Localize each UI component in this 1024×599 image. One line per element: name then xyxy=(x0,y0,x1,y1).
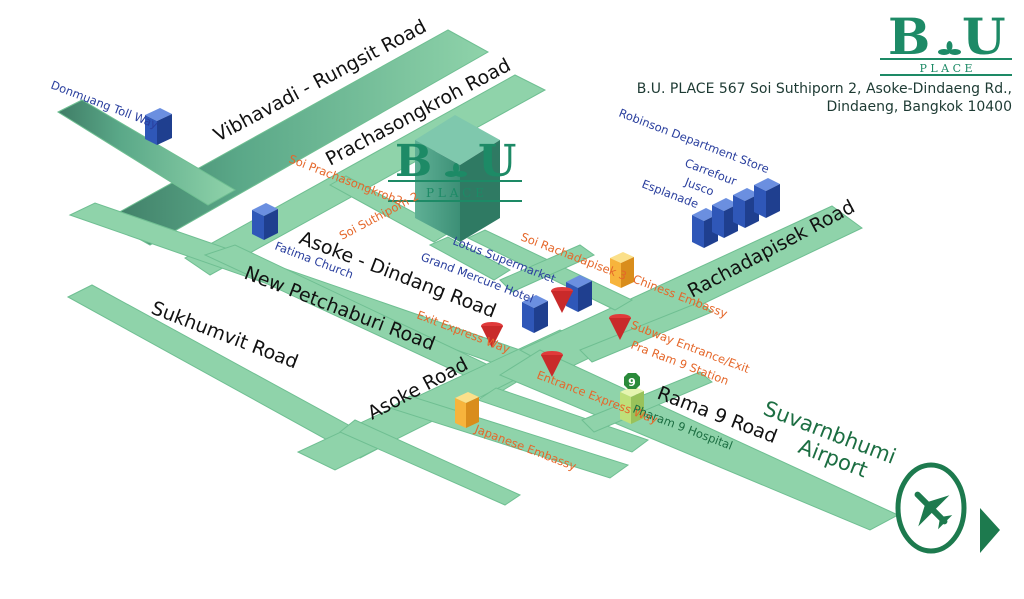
building-pharam9-hospital xyxy=(620,386,644,424)
hospital-badge-icon: 9 xyxy=(624,373,640,389)
marker-subway xyxy=(609,314,631,340)
markers: 9 xyxy=(481,287,640,389)
direction-arrow-icon xyxy=(980,508,1000,553)
marker-lotus xyxy=(551,287,573,313)
road-lower-left xyxy=(388,395,630,479)
tower-logo-letter-u: U xyxy=(478,136,516,187)
marker-entrance-expressway xyxy=(541,351,563,377)
building-chinese-embassy xyxy=(610,252,634,288)
building-lotus xyxy=(566,275,592,312)
brand-logo-letter-u: U xyxy=(962,7,1006,66)
marker-exit-expressway xyxy=(481,322,503,348)
building-grand-mercure xyxy=(522,295,548,333)
building-robinson xyxy=(754,178,780,218)
building-japanese-embassy xyxy=(455,392,479,428)
road-crossing-lower xyxy=(581,371,713,433)
bu-place-tower xyxy=(415,115,500,242)
buildings xyxy=(145,108,780,428)
donmuang-tollway xyxy=(56,99,237,206)
soi-suthiporn2 xyxy=(428,236,511,281)
address-line1: B.U. PLACE 567 Soi Suthiporn 2, Asoke-Di… xyxy=(637,81,1012,97)
hospital-badge-number: 9 xyxy=(628,376,636,389)
road-crossing-right xyxy=(579,301,713,363)
road-lower-fragment xyxy=(339,419,522,506)
airplane-icon xyxy=(895,462,967,554)
tower-logo-subtitle: P L A C E xyxy=(426,186,484,200)
road-top-connector xyxy=(499,244,595,293)
address-line2: Dindaeng, Bangkok 10400 xyxy=(827,99,1013,115)
road-lower-right xyxy=(476,387,650,453)
tower-logo-leaf-icon xyxy=(445,163,467,177)
building-donmuang xyxy=(145,108,172,145)
building-fatima xyxy=(252,203,278,240)
tower-logo-letter-b: B xyxy=(395,136,432,187)
brand-logo-leaf-icon xyxy=(938,41,961,55)
brand-logo-subtitle: P L A C E xyxy=(919,62,972,75)
brand-logo: B U P L A C E xyxy=(880,7,1012,76)
tower-logo: B U P L A C E xyxy=(388,136,522,202)
brand-logo-letter-b: B xyxy=(888,7,930,66)
